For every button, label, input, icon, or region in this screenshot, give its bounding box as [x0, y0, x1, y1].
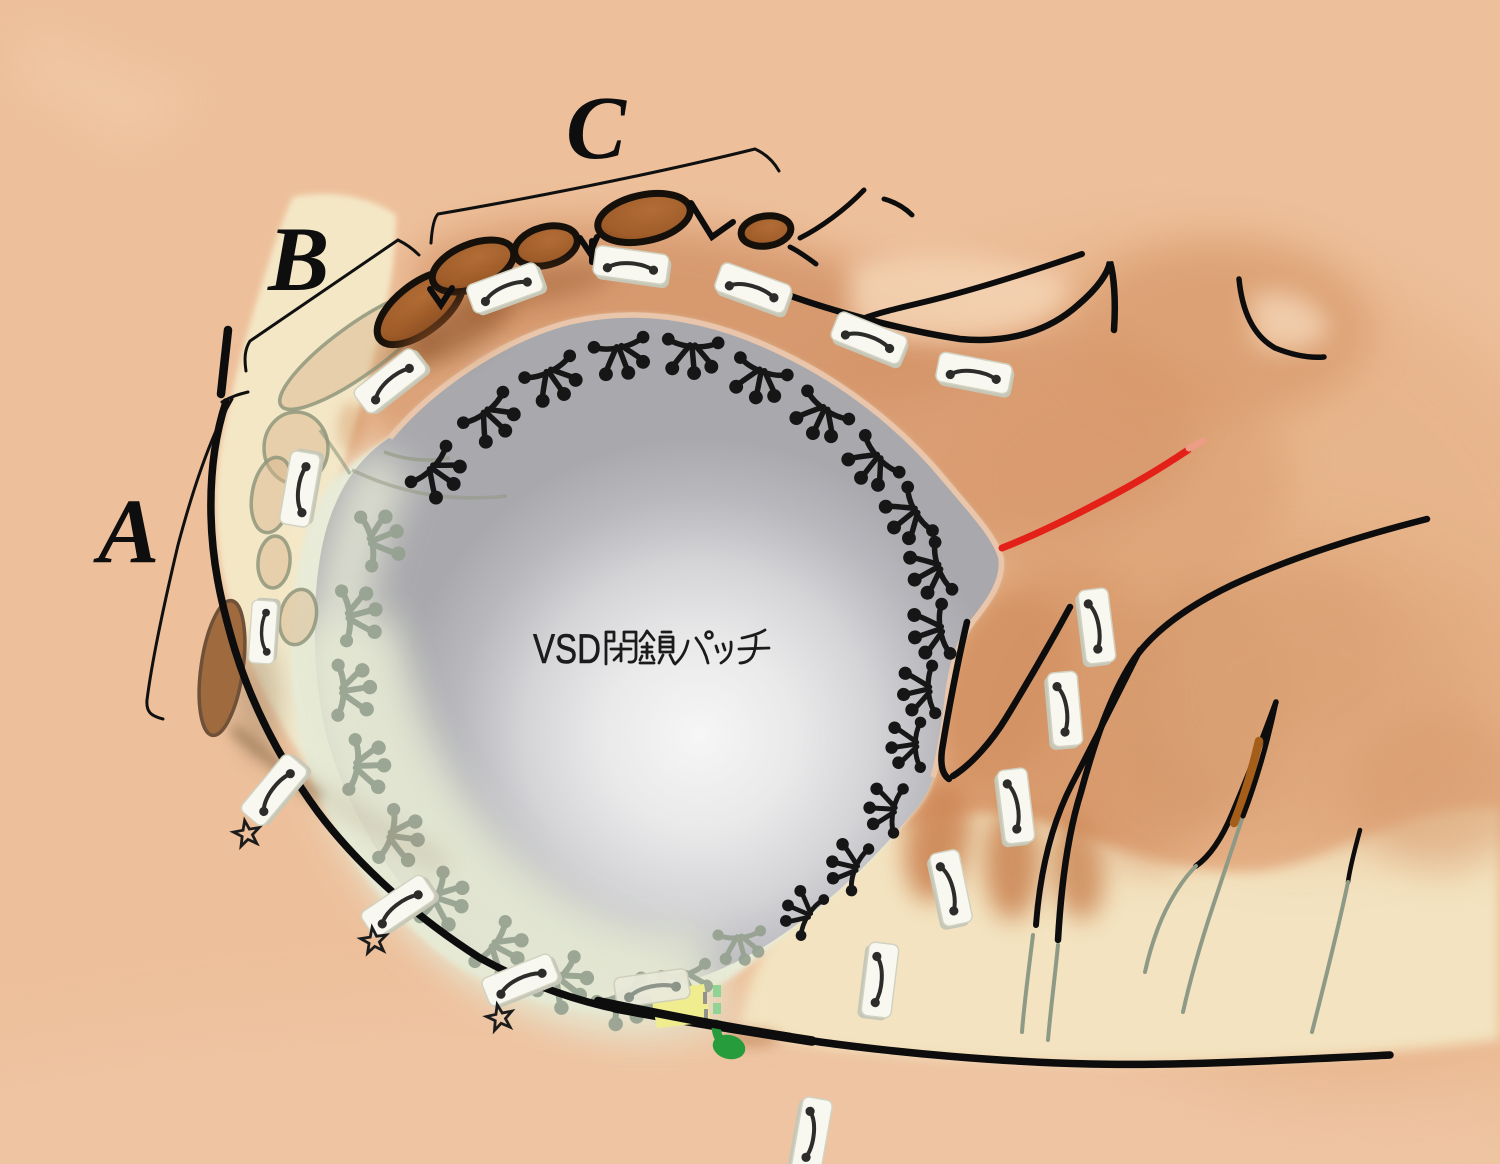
svg-text:VSD: VSD	[533, 625, 601, 672]
svg-text:A: A	[93, 480, 159, 582]
svg-text:C: C	[566, 79, 627, 178]
